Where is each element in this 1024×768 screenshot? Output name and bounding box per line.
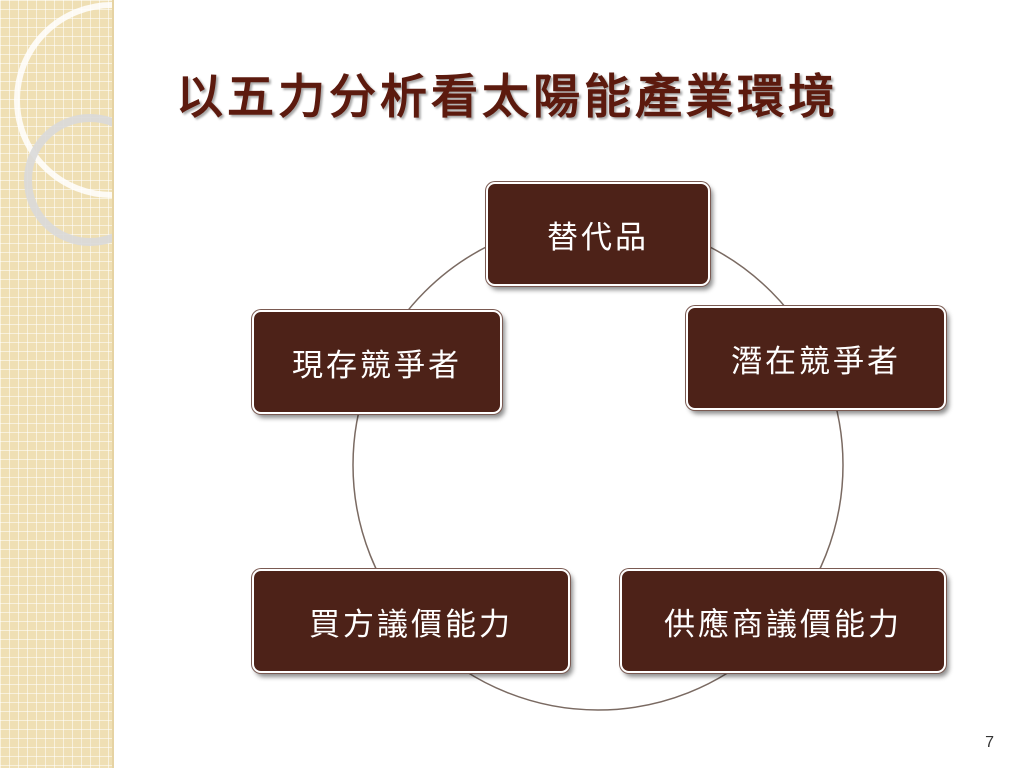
decorative-side-band: [0, 0, 112, 768]
node-substitutes: 替代品: [486, 182, 710, 286]
decorative-rings: [14, 2, 112, 246]
node-existing-competitors: 現存競爭者: [252, 310, 502, 414]
slide-title: 以五力分析看太陽能產業環境: [176, 70, 839, 125]
node-buyer-bargaining-power: 買方議價能力: [252, 569, 570, 673]
side-divider: [112, 0, 114, 768]
node-potential-entrants: 潛在競爭者: [686, 306, 946, 410]
page-number: 7: [985, 734, 994, 751]
node-supplier-bargaining-power: 供應商議價能力: [620, 569, 946, 673]
